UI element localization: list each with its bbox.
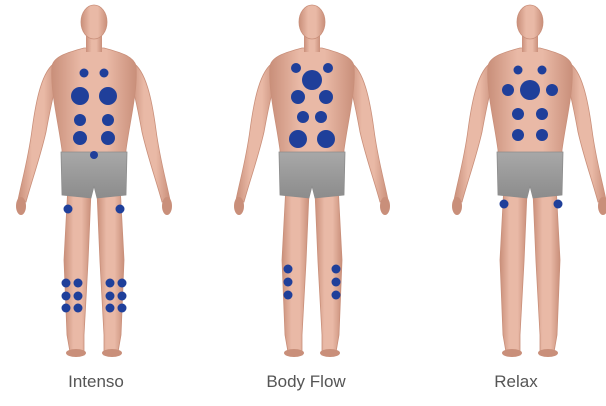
massage-point — [332, 265, 341, 274]
caption-body-flow: Body Flow — [236, 372, 376, 392]
massage-point — [101, 131, 115, 145]
shorts — [279, 152, 345, 198]
left-leg — [500, 185, 527, 355]
massage-point — [502, 84, 514, 96]
massage-point — [106, 279, 115, 288]
figure-body-flow — [234, 5, 390, 357]
figures-canvas — [0, 0, 606, 370]
left-hand — [16, 197, 26, 215]
massage-point — [74, 114, 86, 126]
massage-point — [512, 129, 524, 141]
figure-intenso — [16, 5, 172, 357]
left-foot — [502, 349, 522, 357]
massage-point — [536, 108, 548, 120]
massage-point — [323, 63, 333, 73]
massage-point — [71, 87, 89, 105]
massage-point — [500, 200, 509, 209]
massage-point — [514, 66, 523, 75]
caption-relax: Relax — [446, 372, 586, 392]
massage-point — [118, 279, 127, 288]
left-hand — [452, 197, 462, 215]
massage-point — [62, 292, 71, 301]
massage-point — [73, 131, 87, 145]
massage-point — [536, 129, 548, 141]
massage-point — [332, 278, 341, 287]
shorts — [497, 152, 563, 198]
massage-point — [62, 304, 71, 313]
massage-point — [99, 87, 117, 105]
massage-point — [64, 205, 73, 214]
massage-point — [284, 265, 293, 274]
massage-point — [74, 292, 83, 301]
massage-point — [284, 291, 293, 300]
massage-point — [62, 279, 71, 288]
massage-point — [90, 151, 98, 159]
massage-point — [546, 84, 558, 96]
massage-point — [319, 90, 333, 104]
massage-point — [302, 70, 322, 90]
massage-point — [520, 80, 540, 100]
right-hand — [162, 197, 172, 215]
massage-point — [106, 304, 115, 313]
head — [517, 5, 543, 39]
right-foot — [102, 349, 122, 357]
massage-point — [291, 90, 305, 104]
torso — [488, 48, 573, 158]
massage-point — [118, 292, 127, 301]
caption-intenso: Intenso — [26, 372, 166, 392]
right-foot — [538, 349, 558, 357]
massage-point — [116, 205, 125, 214]
left-foot — [66, 349, 86, 357]
torso — [52, 48, 137, 158]
torso — [270, 48, 355, 158]
massage-point — [74, 279, 83, 288]
massage-point — [118, 304, 127, 313]
massage-point — [102, 114, 114, 126]
figure-relax — [452, 5, 606, 357]
massage-point — [332, 291, 341, 300]
head — [81, 5, 107, 39]
massage-point — [297, 111, 309, 123]
massage-point — [512, 108, 524, 120]
left-foot — [284, 349, 304, 357]
right-foot — [320, 349, 340, 357]
massage-point — [554, 200, 563, 209]
massage-point — [106, 292, 115, 301]
massage-point — [315, 111, 327, 123]
massage-point — [317, 130, 335, 148]
head — [299, 5, 325, 39]
massage-point — [291, 63, 301, 73]
massage-point — [80, 69, 89, 78]
massage-point — [74, 304, 83, 313]
massage-point — [284, 278, 293, 287]
massage-point — [538, 66, 547, 75]
massage-point — [100, 69, 109, 78]
massage-point — [289, 130, 307, 148]
right-hand — [380, 197, 390, 215]
left-hand — [234, 197, 244, 215]
right-leg — [533, 185, 560, 355]
